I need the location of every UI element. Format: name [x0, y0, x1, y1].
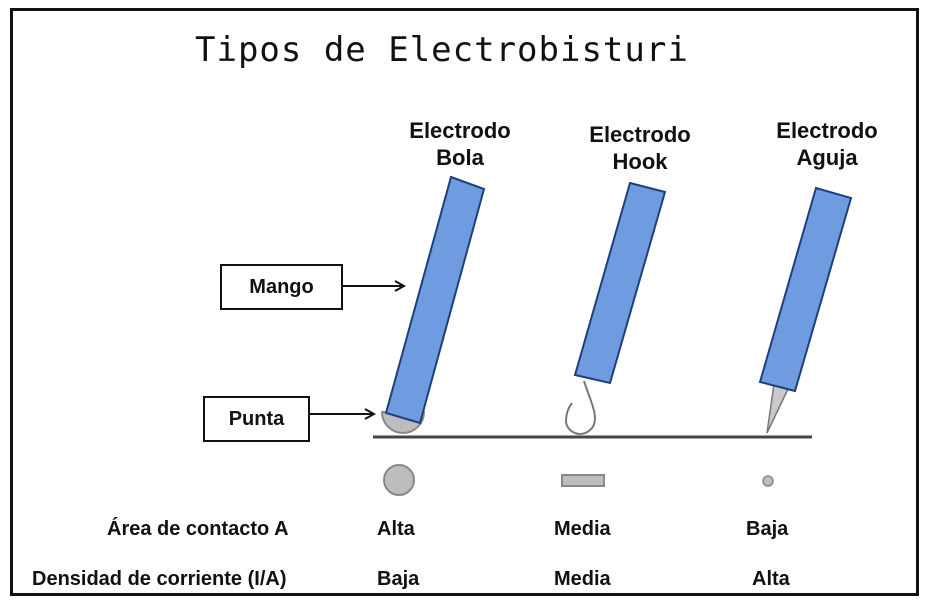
electrode-label-bola-line2: Bola	[436, 145, 484, 170]
electrode-label-aguja-line2: Aguja	[796, 145, 858, 170]
contact-area-large-icon	[383, 464, 415, 496]
value-area-bola: Alta	[377, 518, 415, 540]
electrode-label-bola: Electrodo Bola	[380, 117, 540, 171]
handle-hook	[573, 181, 667, 385]
contact-area-medium-icon	[561, 474, 605, 487]
value-densidad-aguja: Alta	[752, 568, 790, 590]
electrode-label-hook-line2: Hook	[612, 149, 668, 174]
mango-callout-label: Mango	[249, 275, 314, 298]
electrode-aguja	[758, 186, 853, 434]
electrode-label-aguja: Electrodo Aguja	[747, 117, 907, 171]
handle-bola	[384, 175, 486, 425]
row-label-area: Área de contacto A	[107, 518, 289, 540]
handle-aguja	[758, 186, 853, 393]
hook-tip-icon	[564, 380, 596, 435]
electrode-label-hook: Electrodo Hook	[560, 121, 720, 175]
mango-callout: Mango	[220, 264, 343, 310]
electrode-hook	[564, 181, 667, 435]
value-area-hook: Media	[554, 518, 611, 540]
electrode-label-bola-line1: Electrodo	[409, 118, 511, 143]
punta-callout-label: Punta	[228, 407, 285, 430]
contact-area-small-icon	[762, 475, 774, 487]
punta-callout: Punta	[203, 396, 310, 442]
needle-tip-icon	[766, 382, 790, 434]
value-densidad-hook: Media	[554, 568, 611, 590]
electrode-bola	[380, 175, 486, 434]
value-area-aguja: Baja	[746, 518, 789, 540]
diagram-title: Tipos de Electrobisturi	[195, 30, 689, 70]
value-densidad-bola: Baja	[377, 568, 420, 590]
electrode-label-aguja-line1: Electrodo	[776, 118, 878, 143]
diagram-frame	[10, 8, 919, 596]
electrode-label-hook-line1: Electrodo	[589, 122, 691, 147]
row-label-densidad: Densidad de corriente (I/A)	[32, 568, 287, 590]
